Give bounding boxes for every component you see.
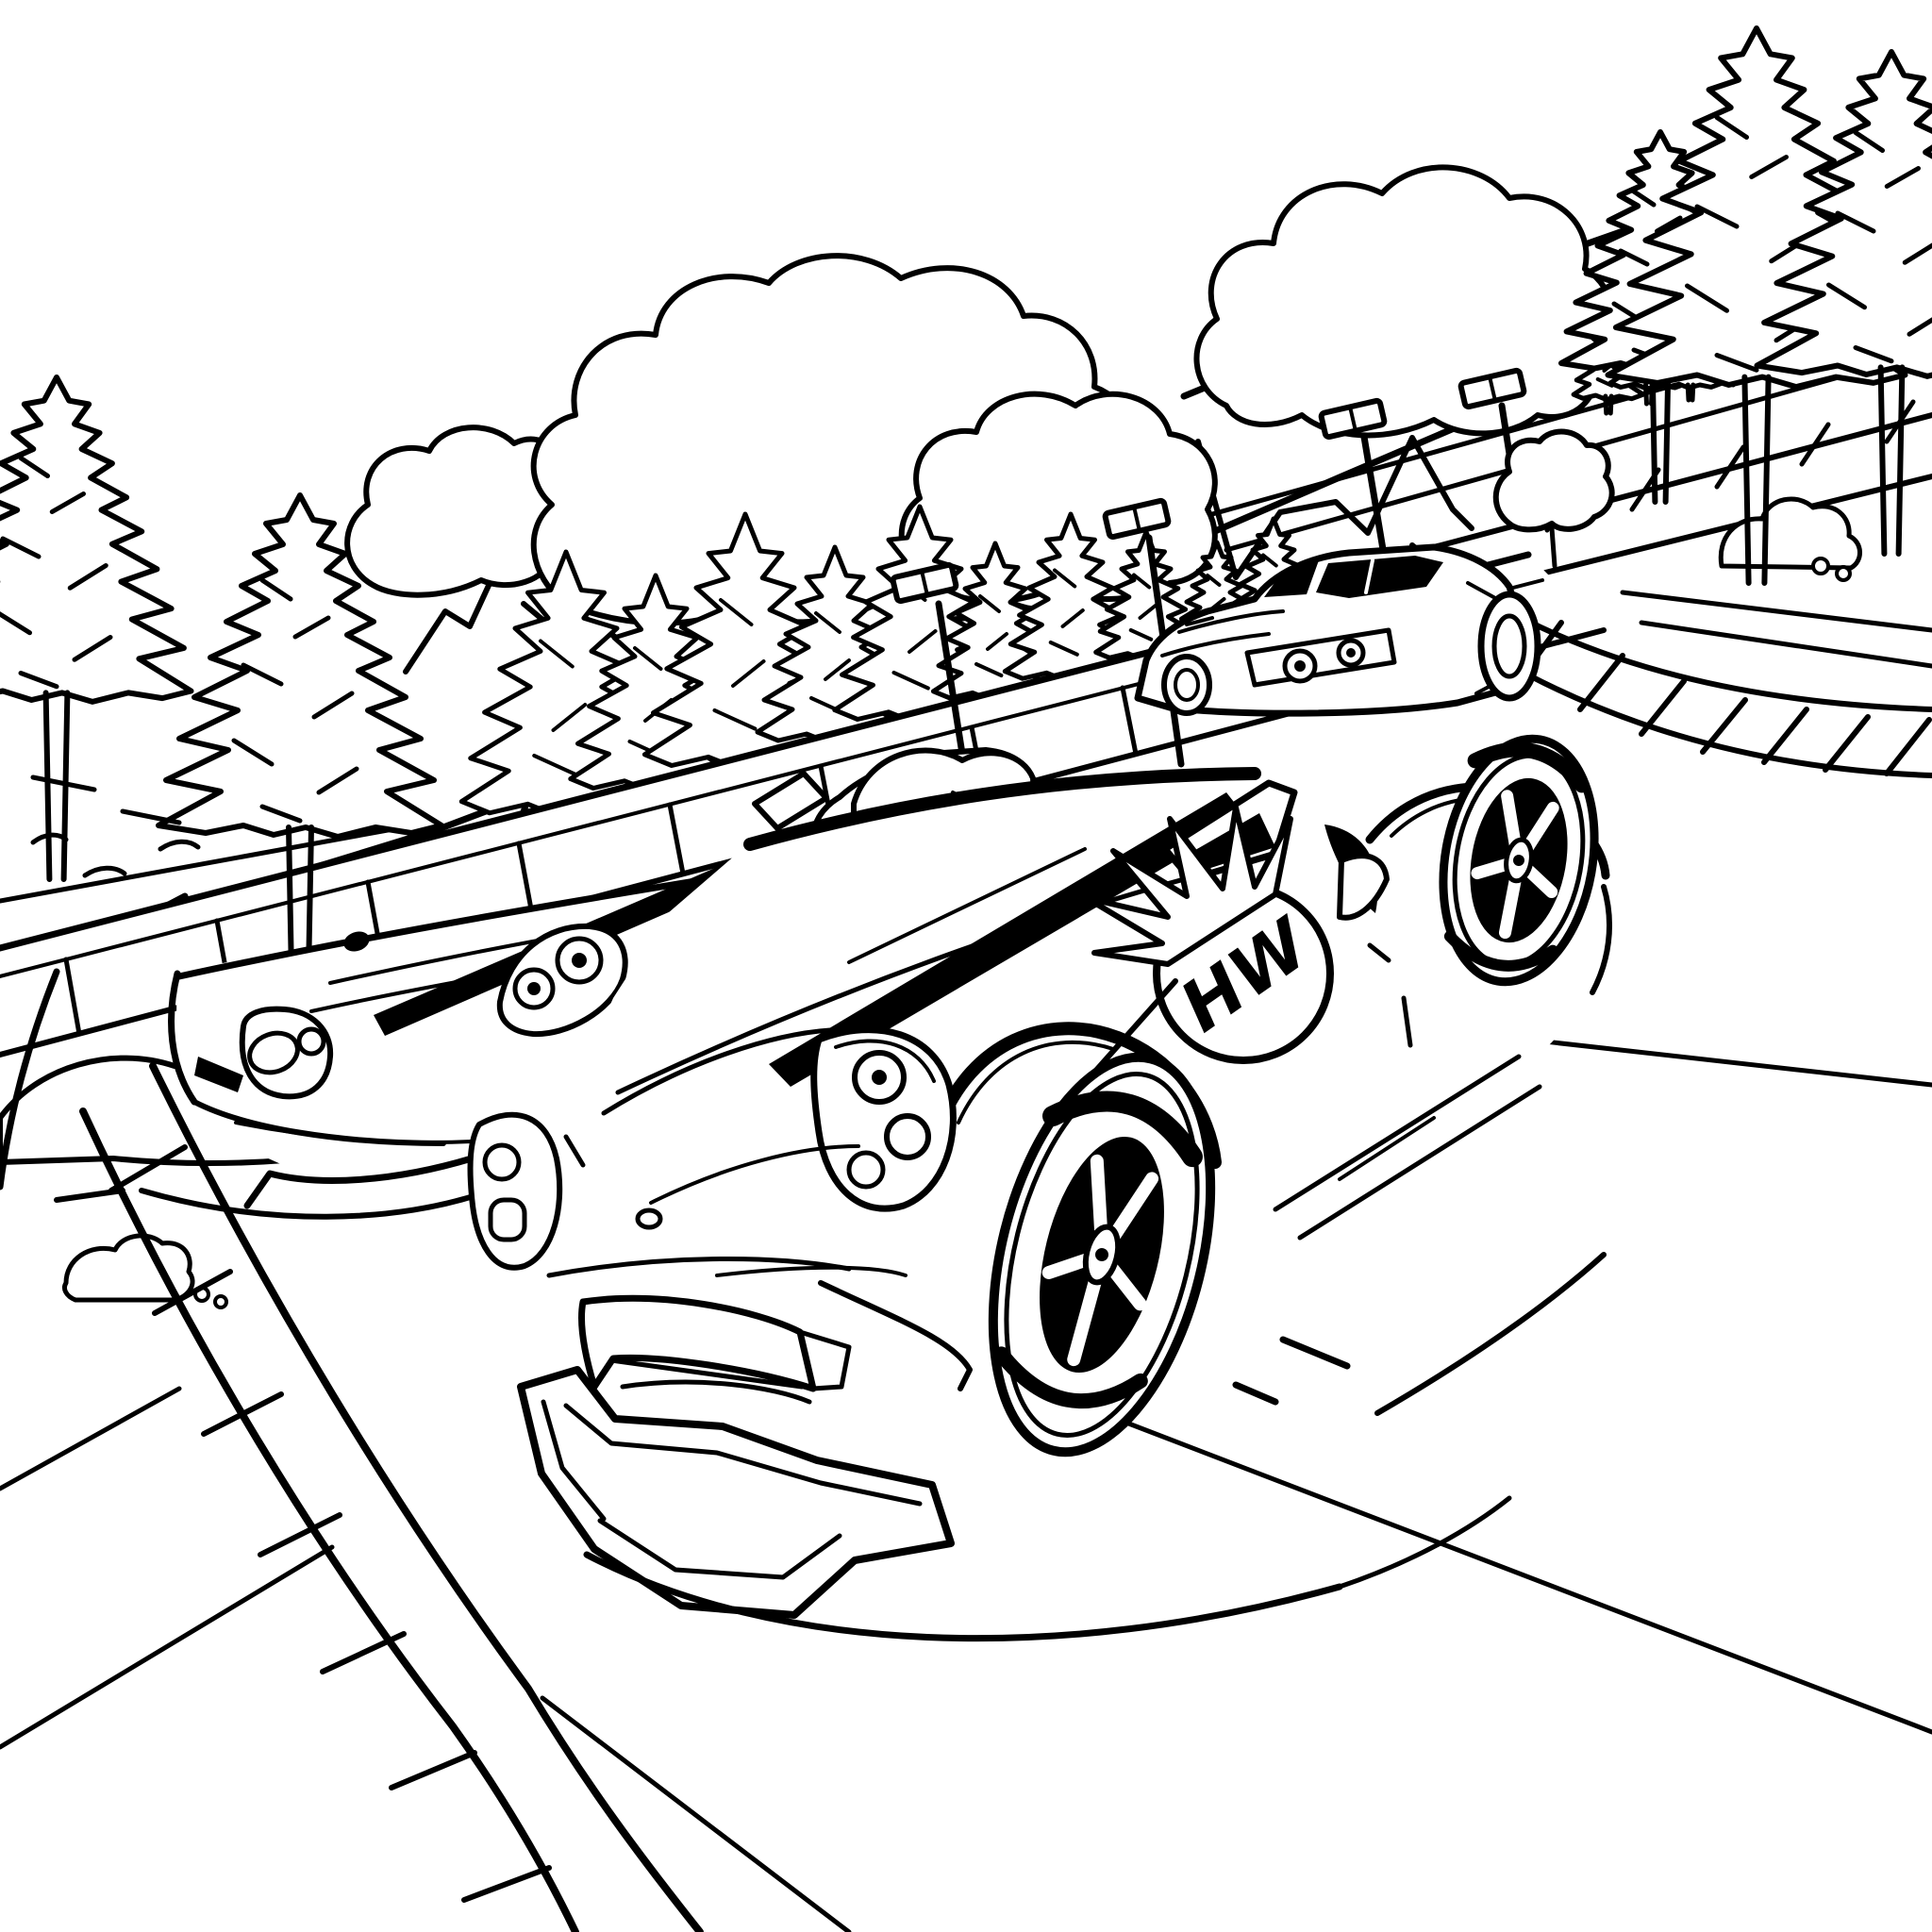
left-car-mirror: [343, 931, 370, 952]
shadow-rear: [1374, 1252, 1607, 1416]
flame-wing-flick: [1337, 853, 1390, 921]
main-race-car: HW: [467, 734, 1615, 1642]
left-car-splitter: [243, 1155, 475, 1209]
cloud-right: [1193, 164, 1616, 439]
roof-edge: [743, 767, 1261, 851]
bumper-mouth: [578, 1294, 817, 1392]
bushy-tree-right: [1492, 428, 1615, 569]
bumper-accent-arrow: [818, 1280, 973, 1391]
track-seam-3: [540, 1695, 852, 1932]
track-seam-1: [0, 1386, 182, 1491]
hot-wheels-flame-badge: HW: [1082, 805, 1391, 1086]
left-car-shadow: [54, 1188, 493, 1220]
track-seam-5: [1091, 1407, 1932, 1735]
front-splitter: [517, 1366, 955, 1619]
rocks-left: [61, 1233, 195, 1303]
track-left-edge: [0, 968, 60, 1191]
background-sedan: [1134, 543, 1541, 717]
headlight-pod-right: [810, 1026, 957, 1212]
front-wheel: [988, 1052, 1216, 1457]
sedan-rear-wheel: [1477, 591, 1541, 702]
headlight-pod-left: [467, 1111, 563, 1271]
sedan-front-wheel: [1161, 654, 1212, 716]
left-striped-curb: [79, 1062, 704, 1932]
rear-wheel: [1439, 734, 1599, 987]
flame-long-spike: [1082, 978, 1178, 1086]
speed-dashes: [1232, 1336, 1351, 1406]
track-surface: [0, 968, 1932, 1932]
rocks-right: [1718, 496, 1862, 582]
fence-rail-line: [0, 820, 432, 904]
track-seam-2: [0, 1544, 335, 1750]
flame-spikes: [1084, 805, 1293, 967]
shadow-front: [583, 1551, 1343, 1642]
clouds: [0, 164, 1616, 663]
windshield-reflections: [847, 847, 1115, 1002]
side-mirror: [752, 771, 829, 831]
left-car-grille: [194, 1057, 243, 1092]
